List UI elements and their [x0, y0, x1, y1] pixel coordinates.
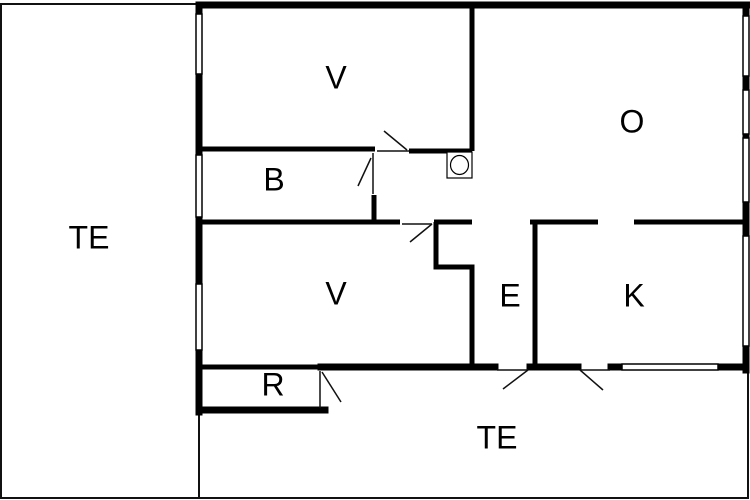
windows: [195, 13, 750, 371]
door-entrance-left: [502, 369, 529, 390]
window-bedroom-top: [195, 13, 203, 75]
interior-walls: [199, 5, 746, 370]
room-labels: TE V O B V E K R TE: [69, 59, 645, 455]
stove-icon: [446, 151, 473, 179]
window-kitchen-east: [742, 235, 750, 347]
label-utility: R: [261, 366, 284, 402]
window-living-1: [742, 15, 750, 77]
window-bedroom-bottom: [195, 283, 203, 351]
label-bedroom-bottom: V: [325, 275, 347, 311]
label-terrace-south: TE: [477, 419, 518, 455]
wall-hall-step: [433, 222, 475, 367]
door-utility: [321, 371, 342, 403]
terrace-south-outline: [198, 372, 749, 499]
window-bathroom: [195, 154, 203, 218]
window-living-3: [742, 137, 750, 203]
window-living-2: [742, 89, 750, 135]
label-kitchen: K: [623, 277, 644, 313]
label-bedroom-top: V: [325, 59, 347, 95]
terrace-outline: [0, 3, 749, 499]
label-terrace-west: TE: [69, 219, 110, 255]
label-entrance: E: [499, 277, 520, 313]
door-bathroom: [357, 157, 372, 187]
stove-burner: [449, 154, 470, 176]
stove-frame: [446, 151, 473, 179]
door-bedroom-bottom: [409, 223, 433, 243]
label-bathroom: B: [263, 161, 284, 197]
label-living: O: [620, 103, 645, 139]
door-entrance-right: [579, 369, 604, 391]
doors: [319, 130, 610, 408]
window-kitchen-south: [621, 363, 719, 371]
door-bedroom-top: [383, 130, 408, 151]
